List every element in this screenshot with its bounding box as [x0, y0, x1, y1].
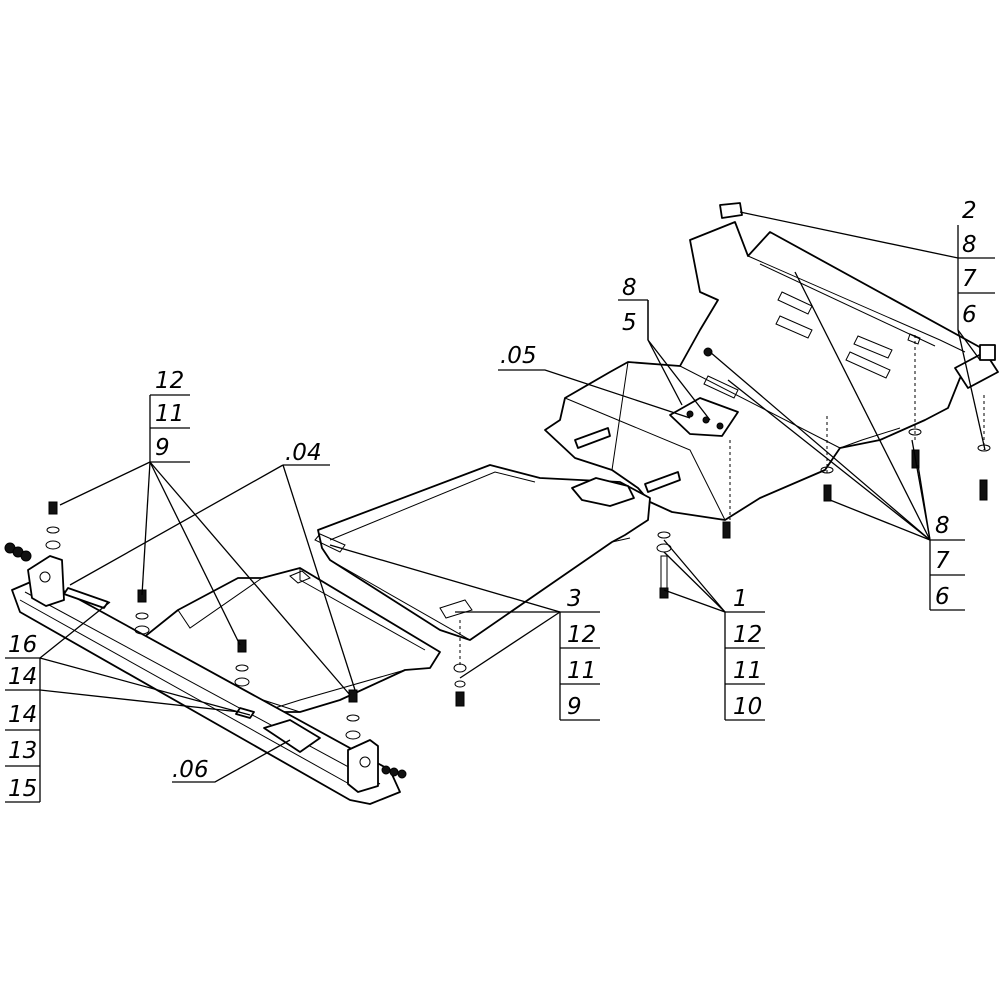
callout-label: 5	[622, 310, 637, 336]
callout-label: 15	[8, 776, 37, 802]
callout-label: 6	[935, 584, 950, 610]
assembly-label-04: .04	[285, 440, 322, 466]
long-bolt	[656, 531, 672, 599]
callout-table-12-11-9: 12 11 9	[149, 368, 190, 463]
callout-label: 8	[935, 513, 950, 539]
center-skid-plate	[314, 464, 651, 668]
bolt-stack	[345, 689, 361, 740]
bolt-stack	[45, 501, 61, 550]
leader-lines	[39, 211, 986, 783]
callout-label: 9	[567, 694, 582, 720]
fasteners	[4, 347, 991, 779]
center-plate-cutout	[571, 477, 635, 507]
callout-label: 8	[622, 275, 637, 301]
callout-table-3-12-11-9: 3 12 11 9	[559, 586, 600, 721]
callout-label: 11	[567, 658, 596, 684]
bolt-stack	[234, 639, 250, 687]
bolt-stack	[134, 589, 150, 635]
callout-label: 16	[8, 632, 37, 658]
callout-table-16-14-14-13-15: 16 14 14 13 15	[5, 632, 41, 803]
callout-label: 10	[733, 694, 762, 720]
callout-label: 8	[962, 232, 977, 258]
sub-assembly-06-clamp	[263, 719, 321, 753]
assembly-label-06: .06	[172, 757, 209, 783]
callout-label: 14	[8, 664, 37, 690]
callout-label: 12	[155, 368, 184, 394]
callout-label: 13	[8, 738, 37, 764]
bolt-stack	[820, 466, 834, 502]
callout-label: 12	[567, 622, 596, 648]
callout-label: 1	[733, 586, 748, 612]
callout-label: 6	[962, 302, 977, 328]
callout-label: 11	[155, 401, 184, 427]
callout-table-2-8-7-6: 2 8 7 6	[957, 198, 995, 330]
bolt-stack	[908, 428, 922, 469]
callout-label: 7	[935, 548, 950, 574]
callout-table-1-12-11-10: 1 12 11 10	[724, 586, 765, 721]
bolt-stack	[453, 663, 467, 707]
callout-label: 14	[8, 702, 37, 728]
callout-label: 2	[962, 198, 977, 224]
bolt-stack	[977, 444, 991, 501]
callout-label: 12	[733, 622, 762, 648]
end-nuts	[4, 542, 407, 779]
callout-table-8-7-6: 8 7 6	[929, 513, 965, 611]
front-skid-plate	[544, 202, 999, 521]
crossmember-beam	[11, 555, 401, 805]
callout-label: 3	[567, 586, 582, 612]
callout-label: 9	[155, 435, 170, 461]
callout-label: 11	[733, 658, 762, 684]
callout-table-8-5: 8 5	[618, 275, 649, 340]
callout-label: 7	[962, 266, 977, 292]
assembly-label-05: .05	[500, 343, 537, 369]
